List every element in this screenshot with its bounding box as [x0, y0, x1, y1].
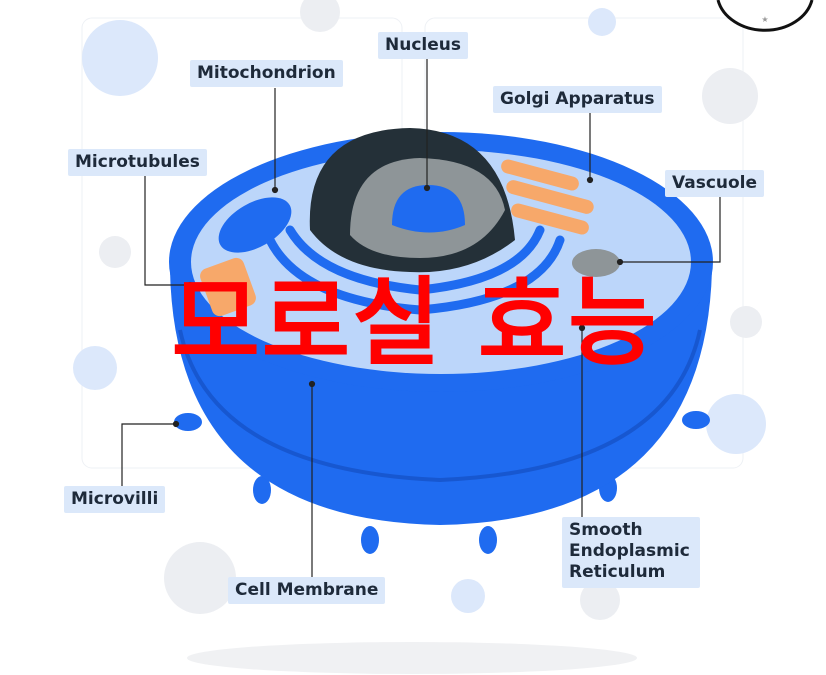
label-microtubules: Microtubules: [68, 149, 207, 176]
shadow: [187, 642, 637, 674]
microvilli: [174, 411, 710, 554]
label-line: Endoplasmic: [569, 541, 690, 561]
label-nucleus: Nucleus: [378, 32, 468, 59]
label-mitochondrion: Mitochondrion: [190, 60, 343, 87]
mitochondrion: [218, 197, 292, 253]
label-vacuole: Vascuole: [665, 170, 765, 197]
endoplasmic-reticulum: [265, 225, 565, 315]
label-microvilli: Microvilli: [64, 486, 166, 513]
svg-text:★: ★: [761, 15, 768, 24]
golgi-apparatus: [501, 159, 594, 235]
logo-badge: ★: [716, 0, 814, 32]
label-cell-membrane: Cell Membrane: [228, 577, 386, 604]
label-golgi-apparatus: Golgi Apparatus: [493, 86, 662, 113]
centrosome: [200, 257, 256, 317]
label-line: Reticulum: [569, 562, 666, 582]
leader-lines: [121, 58, 721, 577]
vacuole: [572, 249, 620, 277]
label-smooth-er: Smooth Endoplasmic Reticulum: [562, 517, 700, 588]
label-line: Smooth: [569, 520, 643, 540]
overlay-title: 모로실 효능: [171, 267, 659, 379]
virus-decorations: [73, 0, 766, 620]
